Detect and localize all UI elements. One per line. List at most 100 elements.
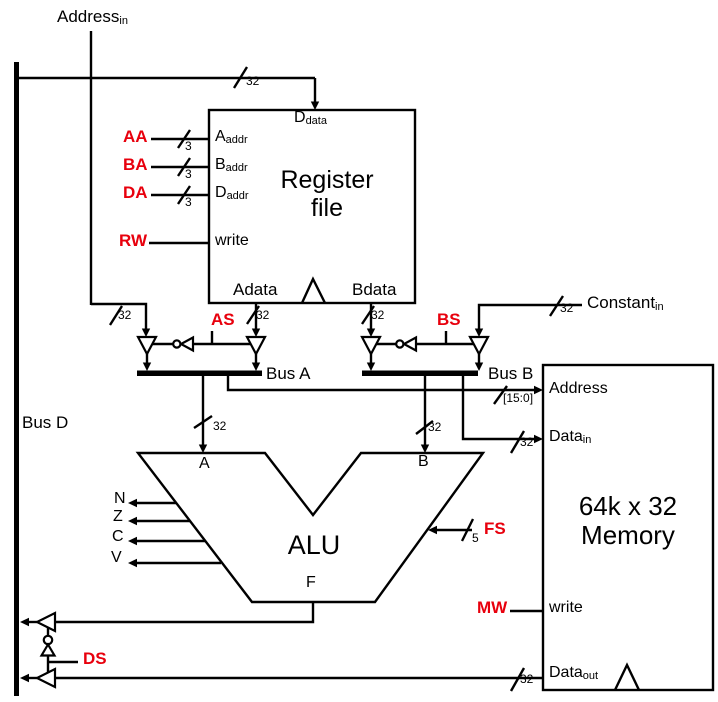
- bus-a-bar: [137, 370, 262, 376]
- slash-32: [415, 420, 434, 435]
- width-32-label: 32: [256, 308, 270, 322]
- wire-f-to-busd: [55, 602, 315, 624]
- mem-port-datain: Datain: [549, 428, 592, 446]
- arrowhead: [128, 558, 137, 568]
- width-32-label: 32: [118, 308, 132, 322]
- wire-constant-in: [477, 303, 582, 330]
- alu-shape: [135, 451, 486, 604]
- bus-d-label: Bus D: [22, 413, 69, 432]
- width-32-label: 32: [560, 301, 574, 315]
- slash-5: [460, 518, 475, 542]
- register-file-clock-mark: [300, 276, 327, 304]
- width-3-label: 3: [185, 139, 192, 153]
- signal-ba: BA: [123, 155, 148, 174]
- alu-input-a-label: A: [199, 455, 210, 472]
- slash-3: [177, 185, 191, 205]
- rf-port-baddr: Baddr: [215, 156, 248, 174]
- width-32-label: 32: [213, 419, 227, 433]
- arrowhead: [128, 536, 137, 546]
- alu-title: ALU: [287, 530, 341, 560]
- memory-clock-mark: [613, 662, 641, 691]
- memory-box: [541, 363, 715, 692]
- wire-busa-to-address: [226, 376, 536, 392]
- slash-32: [361, 305, 375, 325]
- width-32-label: 32: [371, 308, 385, 322]
- arrowhead: [366, 328, 376, 337]
- rf-port-write: write: [215, 232, 249, 249]
- mem-port-dataout: Dataout: [549, 664, 599, 682]
- slash-32: [246, 305, 260, 325]
- rf-port-aaddr: Aaddr: [215, 128, 248, 146]
- signal-as: AS: [211, 310, 235, 329]
- width-32-label: 32: [520, 672, 534, 686]
- inverter-bs-bubble: [395, 339, 405, 349]
- signal-da: DA: [123, 183, 148, 202]
- arrowhead: [141, 328, 151, 337]
- tristate-buffer-bs-left: [360, 335, 382, 357]
- slash-32: [232, 66, 249, 89]
- bus-b-bar: [362, 370, 478, 376]
- constant-in-label: Constantin: [587, 293, 664, 313]
- rf-port-ddata: Ddata: [294, 109, 327, 127]
- slash-3: [177, 157, 191, 177]
- tristate-buffer-ds-bottom: [34, 667, 57, 689]
- arrowhead: [534, 385, 543, 395]
- signal-aa: AA: [123, 127, 148, 146]
- address-in-label: Addressin: [57, 7, 128, 27]
- arrowhead: [474, 328, 484, 337]
- alu-output-f-label: F: [306, 574, 316, 591]
- flag-c-label: C: [112, 528, 124, 545]
- signal-fs: FS: [484, 519, 506, 538]
- wire-busb-to-datain: [461, 376, 536, 441]
- width-3-label: 3: [185, 195, 192, 209]
- bus-a-label: Bus A: [266, 364, 311, 383]
- arrowhead: [474, 362, 484, 371]
- bus-d-line: [14, 62, 19, 696]
- flag-v-label: V: [111, 549, 122, 566]
- arrowhead: [428, 525, 437, 535]
- rf-port-daddr: Daddr: [215, 184, 249, 202]
- arrowhead: [534, 434, 543, 444]
- rf-port-adata: Adata: [233, 280, 278, 299]
- inverter-as-bubble: [172, 339, 182, 349]
- width-15-0-label: [15:0]: [503, 391, 534, 405]
- slash-32: [193, 415, 213, 429]
- width-3-label: 3: [185, 167, 192, 181]
- arrowhead: [251, 362, 261, 371]
- slash-32: [509, 430, 526, 454]
- slash-32: [108, 305, 124, 326]
- tristate-buffer-ds-top: [34, 611, 57, 633]
- arrowhead: [251, 328, 261, 337]
- slash-3: [177, 129, 191, 149]
- flag-z-label: Z: [113, 508, 123, 525]
- arrowhead: [20, 673, 29, 683]
- arrowhead: [128, 516, 137, 526]
- slash-32: [548, 295, 565, 317]
- arrowhead: [128, 498, 137, 508]
- rf-port-bdata: Bdata: [352, 280, 397, 299]
- arrowhead: [142, 362, 152, 371]
- signal-mw: MW: [477, 598, 508, 617]
- width-5-label: 5: [472, 531, 479, 545]
- signal-bs: BS: [437, 310, 461, 329]
- width-32-label: 32: [428, 420, 442, 434]
- inverter-as: [178, 335, 195, 353]
- slash-32: [509, 667, 526, 692]
- inverter-ds: [39, 642, 57, 657]
- tristate-buffer-as-left: [136, 335, 158, 357]
- signal-rw: RW: [119, 231, 148, 250]
- inverter-bs: [401, 335, 418, 353]
- arrowhead: [420, 444, 430, 453]
- mem-port-address: Address: [549, 380, 608, 397]
- tristate-buffer-as-right: [245, 335, 267, 357]
- arrowhead: [310, 101, 320, 110]
- mem-port-write: write: [549, 599, 583, 616]
- slash-15-0: [493, 385, 508, 405]
- arrowhead: [366, 362, 376, 371]
- flag-n-label: N: [114, 490, 126, 507]
- bus-b-label: Bus B: [488, 364, 534, 383]
